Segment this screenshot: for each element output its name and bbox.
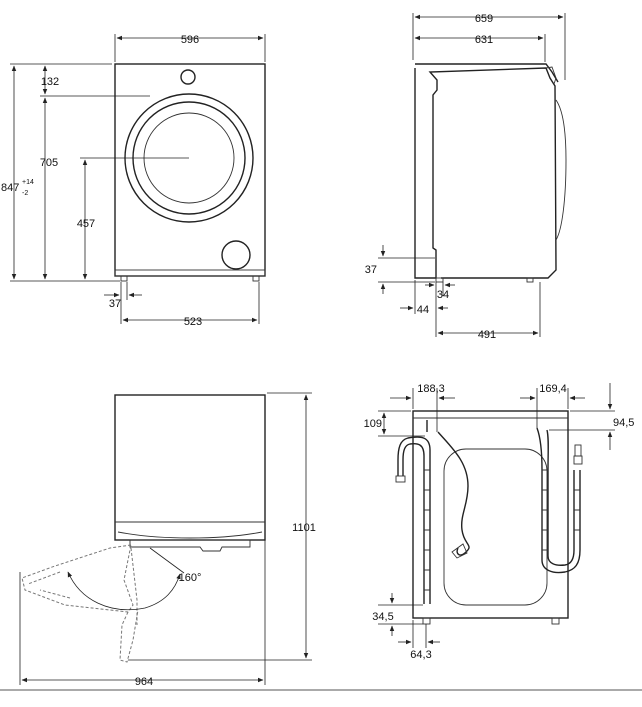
side-knob <box>545 66 557 85</box>
side-total-depth-label: 659 <box>475 13 493 25</box>
back-foot-left <box>422 617 431 625</box>
front-foot-right <box>252 275 260 282</box>
side-foot-height-label: 37 <box>365 264 377 276</box>
opening-angle-label: 160° <box>179 572 202 584</box>
door-open-view: 160° 1101 964 <box>19 392 316 688</box>
drain-filter-cover <box>221 240 251 270</box>
side-foot-right <box>526 277 534 283</box>
side-foot-inset-b-label: 44 <box>417 304 429 316</box>
program-knob <box>180 69 196 85</box>
outlet-offset-label: 169,4 <box>539 383 567 395</box>
back-cabinet <box>412 410 569 619</box>
top-view-front-edge <box>115 521 265 539</box>
back-bottom-offset-label: 34,5 <box>372 611 393 623</box>
side-worktop <box>415 63 559 83</box>
front-view: 596 847 +14 -2 132 705 457 37 523 <box>1 34 266 328</box>
side-body-depth-label: 631 <box>475 34 493 46</box>
back-foot-right <box>551 617 560 625</box>
back-panel-recess <box>443 448 548 606</box>
opening-angle-arc <box>67 571 181 611</box>
open-door-outline <box>21 544 134 613</box>
door-center-label: 457 <box>77 218 95 230</box>
top-view-cabinet <box>114 394 266 541</box>
front-plinth <box>114 269 266 277</box>
open-height-label: 1101 <box>292 522 316 534</box>
power-cable <box>437 431 470 556</box>
door-hinge-block <box>129 539 251 552</box>
back-top-offset-left-label: 109 <box>364 418 382 430</box>
side-door-profile <box>555 99 567 241</box>
back-top-offset-right-label: 94,5 <box>613 417 634 429</box>
door-height-label: 705 <box>40 157 58 169</box>
front-foot-span-label: 523 <box>184 316 202 328</box>
front-foot-left <box>120 275 128 282</box>
drain-hose <box>397 436 431 604</box>
inlet-hose <box>536 427 581 574</box>
total-height-tol-minus: -2 <box>22 190 28 197</box>
total-height-tol-plus: +14 <box>22 179 34 186</box>
side-body <box>414 67 557 279</box>
front-foot-inset-label: 37 <box>109 298 121 310</box>
side-view: 659 631 37 34 44 491 <box>365 13 567 341</box>
front-width-label: 596 <box>181 34 199 46</box>
total-height-label: 847 +14 -2 <box>1 179 34 197</box>
back-view: 188,3 169,4 109 94,5 34,5 64,3 <box>364 383 634 661</box>
side-foot-inset-a-label: 34 <box>437 289 449 301</box>
inlet-offset-label: 188,3 <box>417 383 445 395</box>
side-foot-span-label: 491 <box>478 329 496 341</box>
back-foot-offset-label: 64,3 <box>410 649 431 661</box>
side-foot-left <box>435 277 444 283</box>
open-width-label: 964 <box>135 676 153 688</box>
total-height-value: 847 <box>1 182 19 194</box>
top-height-label: 132 <box>41 76 59 88</box>
